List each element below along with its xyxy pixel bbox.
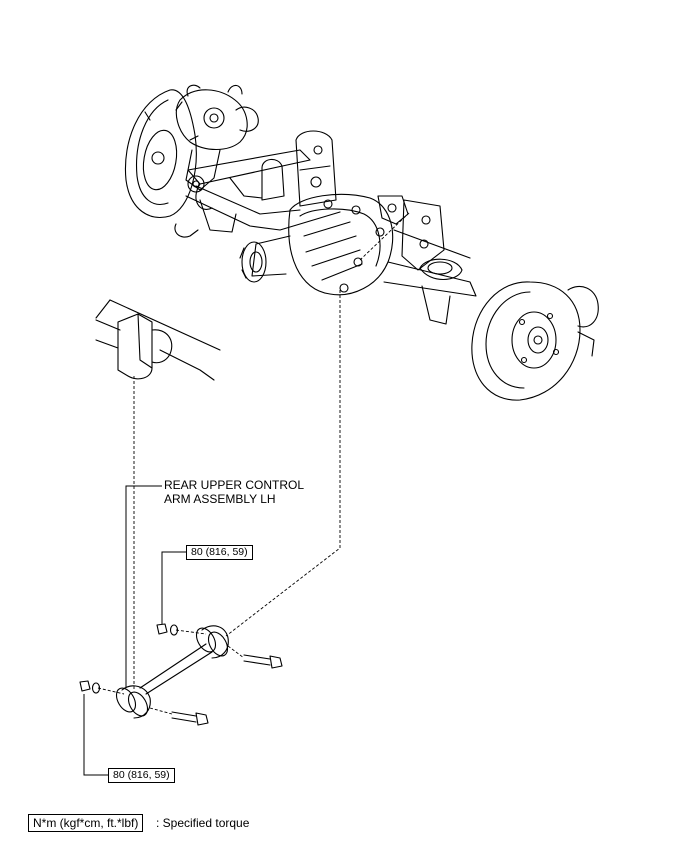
- leader-lines: [83, 485, 186, 776]
- differential-carrier: [239, 193, 409, 296]
- legend-description: : Specified torque: [156, 816, 250, 830]
- part-label-line2: ARM ASSEMBLY LH: [164, 492, 276, 506]
- assembly-guide-lines: [97, 211, 411, 715]
- torque-spec-lower: 80 (816, 59): [108, 768, 175, 783]
- part-label-line1: REAR UPPER CONTROL: [164, 478, 305, 492]
- left-hub-cluster: [175, 84, 259, 191]
- rear-axle-housing: [174, 130, 341, 238]
- frame-rail: [95, 299, 221, 381]
- legend-unit-box: N*m (kgf*cm, ft.*lbf): [28, 814, 144, 832]
- left-brake-backing-plate: [124, 89, 199, 218]
- upper-control-arm: [115, 625, 229, 719]
- right-axle-and-brake: [383, 199, 599, 401]
- fasteners: [79, 623, 283, 726]
- torque-spec-upper: 80 (816, 59): [186, 545, 253, 560]
